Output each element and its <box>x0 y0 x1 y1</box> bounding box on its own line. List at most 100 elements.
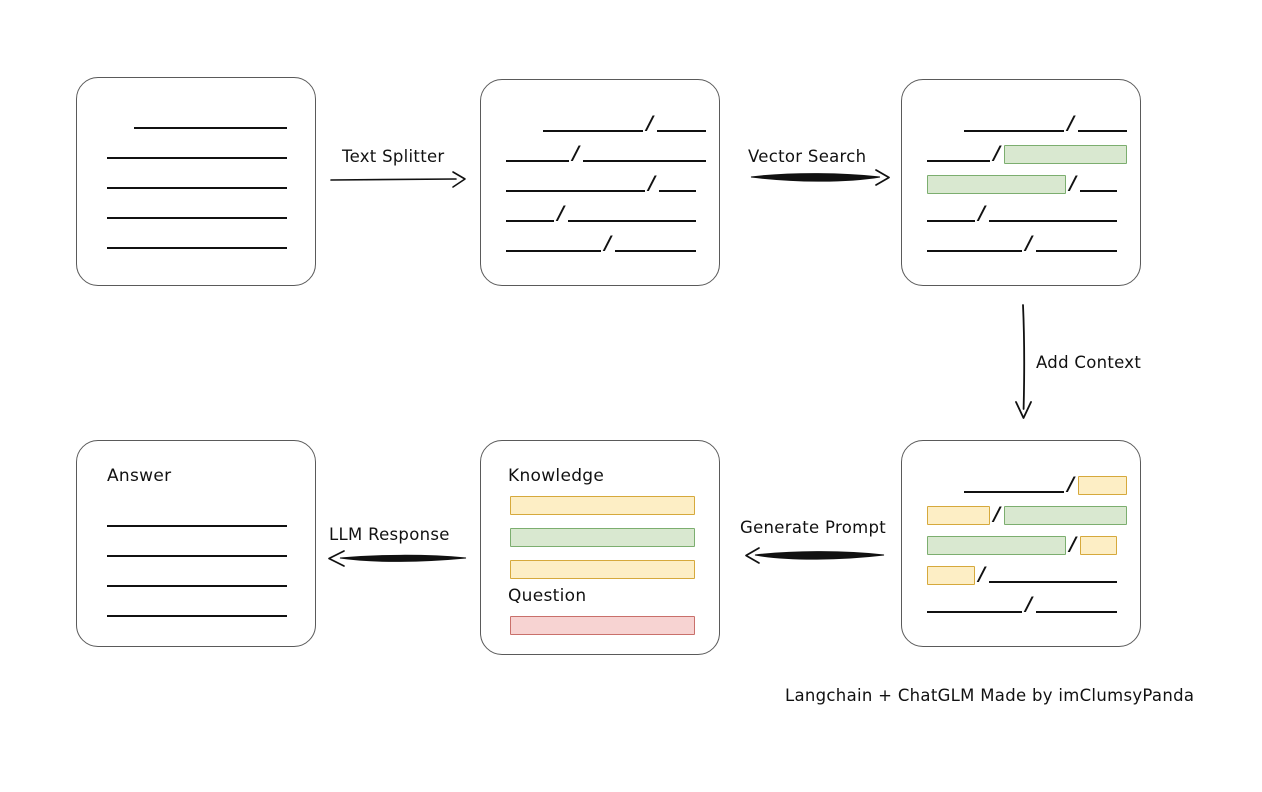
text-row: / <box>927 563 1117 585</box>
text-row <box>107 171 287 191</box>
text-line-segment <box>107 231 287 251</box>
text-row: / <box>506 202 696 224</box>
text-row <box>107 569 287 589</box>
vector-matched-chunks-rows: / / / / / <box>902 80 1140 285</box>
text-row: / <box>927 533 1117 555</box>
text-row <box>107 231 287 251</box>
text-line-segment <box>1080 174 1117 194</box>
text-line-segment <box>1036 595 1117 615</box>
text-line-segment <box>107 509 287 529</box>
node-split-chunks[interactable]: / / / / / <box>480 79 720 286</box>
segment-separator: / <box>1067 473 1075 495</box>
knowledge-label: Knowledge <box>508 466 605 486</box>
text-line-segment <box>989 565 1117 585</box>
arrow-llm-response <box>328 550 467 567</box>
text-line-segment <box>927 595 1022 615</box>
edge-label-llm-response: LLM Response <box>329 525 450 544</box>
segment-separator: / <box>572 142 580 164</box>
highlight-segment-green <box>1004 505 1127 525</box>
edge-label-vector-search: Vector Search <box>748 147 867 166</box>
question-label: Question <box>508 586 587 606</box>
text-row: / <box>927 202 1117 224</box>
knowledge-bar-2 <box>510 528 695 547</box>
text-line-segment <box>1036 234 1117 254</box>
node-prompt[interactable]: Knowledge Question <box>480 440 720 655</box>
text-row <box>107 539 287 559</box>
source-document-rows <box>77 78 315 285</box>
text-line-segment <box>659 174 696 194</box>
text-line-segment <box>107 539 287 559</box>
arrow-add-context <box>1015 304 1032 419</box>
node-source-document[interactable] <box>76 77 316 286</box>
text-line-segment <box>506 234 601 254</box>
knowledge-bar-1 <box>510 496 695 515</box>
text-line-segment <box>927 144 990 164</box>
text-line-segment <box>927 234 1022 254</box>
text-row: / <box>506 232 696 254</box>
segment-separator: / <box>1025 232 1033 254</box>
node-context-added-chunks[interactable]: / / / / / <box>901 440 1141 647</box>
text-row: / <box>927 172 1117 194</box>
text-line-segment <box>989 204 1117 224</box>
segment-separator: / <box>1069 172 1077 194</box>
highlight-segment-yellow <box>1078 475 1127 495</box>
segment-separator: / <box>978 563 986 585</box>
text-line-segment <box>107 569 287 589</box>
text-line-segment <box>107 599 287 619</box>
segment-separator: / <box>978 202 986 224</box>
node-vector-matched-chunks[interactable]: / / / / / <box>901 79 1141 286</box>
segment-separator: / <box>1025 593 1033 615</box>
text-line-segment <box>107 171 287 191</box>
text-row: / <box>927 503 1127 525</box>
text-row: / <box>927 473 1127 495</box>
text-row: / <box>506 112 706 134</box>
segment-separator: / <box>604 232 612 254</box>
highlight-segment-green <box>927 535 1066 555</box>
segment-separator: / <box>648 172 656 194</box>
text-line-segment <box>964 475 1064 495</box>
segment-separator: / <box>993 503 1001 525</box>
edge-label-generate-prompt: Generate Prompt <box>740 518 886 537</box>
segment-separator: / <box>1067 112 1075 134</box>
text-line-segment <box>583 144 706 164</box>
segment-separator: / <box>993 142 1001 164</box>
knowledge-bar-3 <box>510 560 695 579</box>
text-line-segment <box>615 234 696 254</box>
text-row: / <box>927 142 1127 164</box>
text-row <box>107 509 287 529</box>
text-row <box>107 141 287 161</box>
text-line-segment <box>107 201 287 221</box>
text-row <box>107 599 287 619</box>
segment-separator: / <box>557 202 565 224</box>
highlight-segment-green <box>1004 144 1127 164</box>
text-row: / <box>506 172 696 194</box>
text-line-segment <box>107 141 287 161</box>
text-line-segment <box>568 204 696 224</box>
arrow-text-splitter <box>330 171 466 188</box>
text-row: / <box>927 593 1117 615</box>
text-row: / <box>927 112 1127 134</box>
answer-rows <box>77 441 315 646</box>
text-line-segment <box>927 204 975 224</box>
edge-label-add-context: Add Context <box>1036 353 1142 372</box>
arrow-vector-search <box>750 169 890 186</box>
highlight-segment-yellow <box>927 565 975 585</box>
text-line-segment <box>506 174 645 194</box>
segment-separator: / <box>1069 533 1077 555</box>
text-line-segment <box>543 114 643 134</box>
segment-separator: / <box>646 112 654 134</box>
text-line-segment <box>1078 114 1127 134</box>
context-added-chunks-rows: / / / / / <box>902 441 1140 646</box>
question-bar-1 <box>510 616 695 635</box>
text-row <box>107 201 287 221</box>
text-line-segment <box>964 114 1064 134</box>
text-line-segment <box>134 111 287 131</box>
text-line-segment <box>506 144 569 164</box>
text-row <box>107 111 287 131</box>
edge-label-text-splitter: Text Splitter <box>342 147 445 166</box>
arrow-generate-prompt <box>745 547 885 564</box>
highlight-segment-yellow <box>927 505 990 525</box>
highlight-segment-green <box>927 174 1066 194</box>
node-answer[interactable]: Answer <box>76 440 316 647</box>
